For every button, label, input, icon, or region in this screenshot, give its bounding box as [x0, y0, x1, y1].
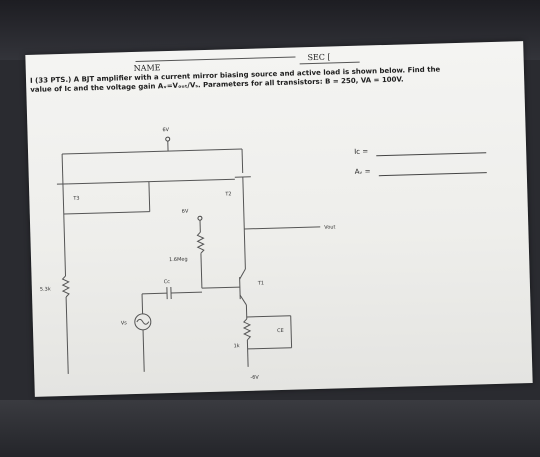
input-source: Cc Vs: [121, 279, 203, 372]
top-supply-terminal: 6V: [162, 127, 171, 152]
resistor-5-3k: 5.3k: [40, 213, 70, 374]
bottom-supply-label: -6V: [250, 375, 259, 381]
output-node: Vout: [243, 223, 336, 269]
transistor-t2: T2: [224, 176, 251, 224]
emitter-resistor-label: 1k: [233, 343, 239, 349]
transistor-t1: T1: [201, 268, 264, 306]
transistor-t3: T3: [56, 178, 80, 215]
bias-network: 6V 1.6Meg: [169, 209, 205, 289]
source-label: Vs: [121, 320, 128, 326]
emitter-network: 1k CE -6V: [233, 304, 293, 381]
vout-label: Vout: [324, 224, 335, 230]
top-supply-label: 6V: [162, 127, 169, 133]
resistor-left-label: 5.3k: [40, 286, 51, 292]
worksheet-paper: SEC [ NAME I (33 PTS.) A BJT amplifier w…: [25, 41, 533, 397]
bias-resistor-label: 1.6Meg: [169, 257, 188, 264]
t3-label: T3: [72, 196, 79, 202]
mid-supply-label: 6V: [182, 209, 189, 215]
t1-label: T1: [257, 280, 264, 286]
top-rail: [61, 148, 244, 179]
bjt-amplifier-schematic: 6V T3 T2: [40, 127, 336, 381]
bypass-cap-label: CE: [277, 328, 284, 334]
mirror-base-connection: [63, 178, 235, 215]
coupling-cap-label: Cc: [164, 279, 171, 285]
t2-label: T2: [224, 191, 231, 197]
background-bottom: [0, 400, 540, 457]
